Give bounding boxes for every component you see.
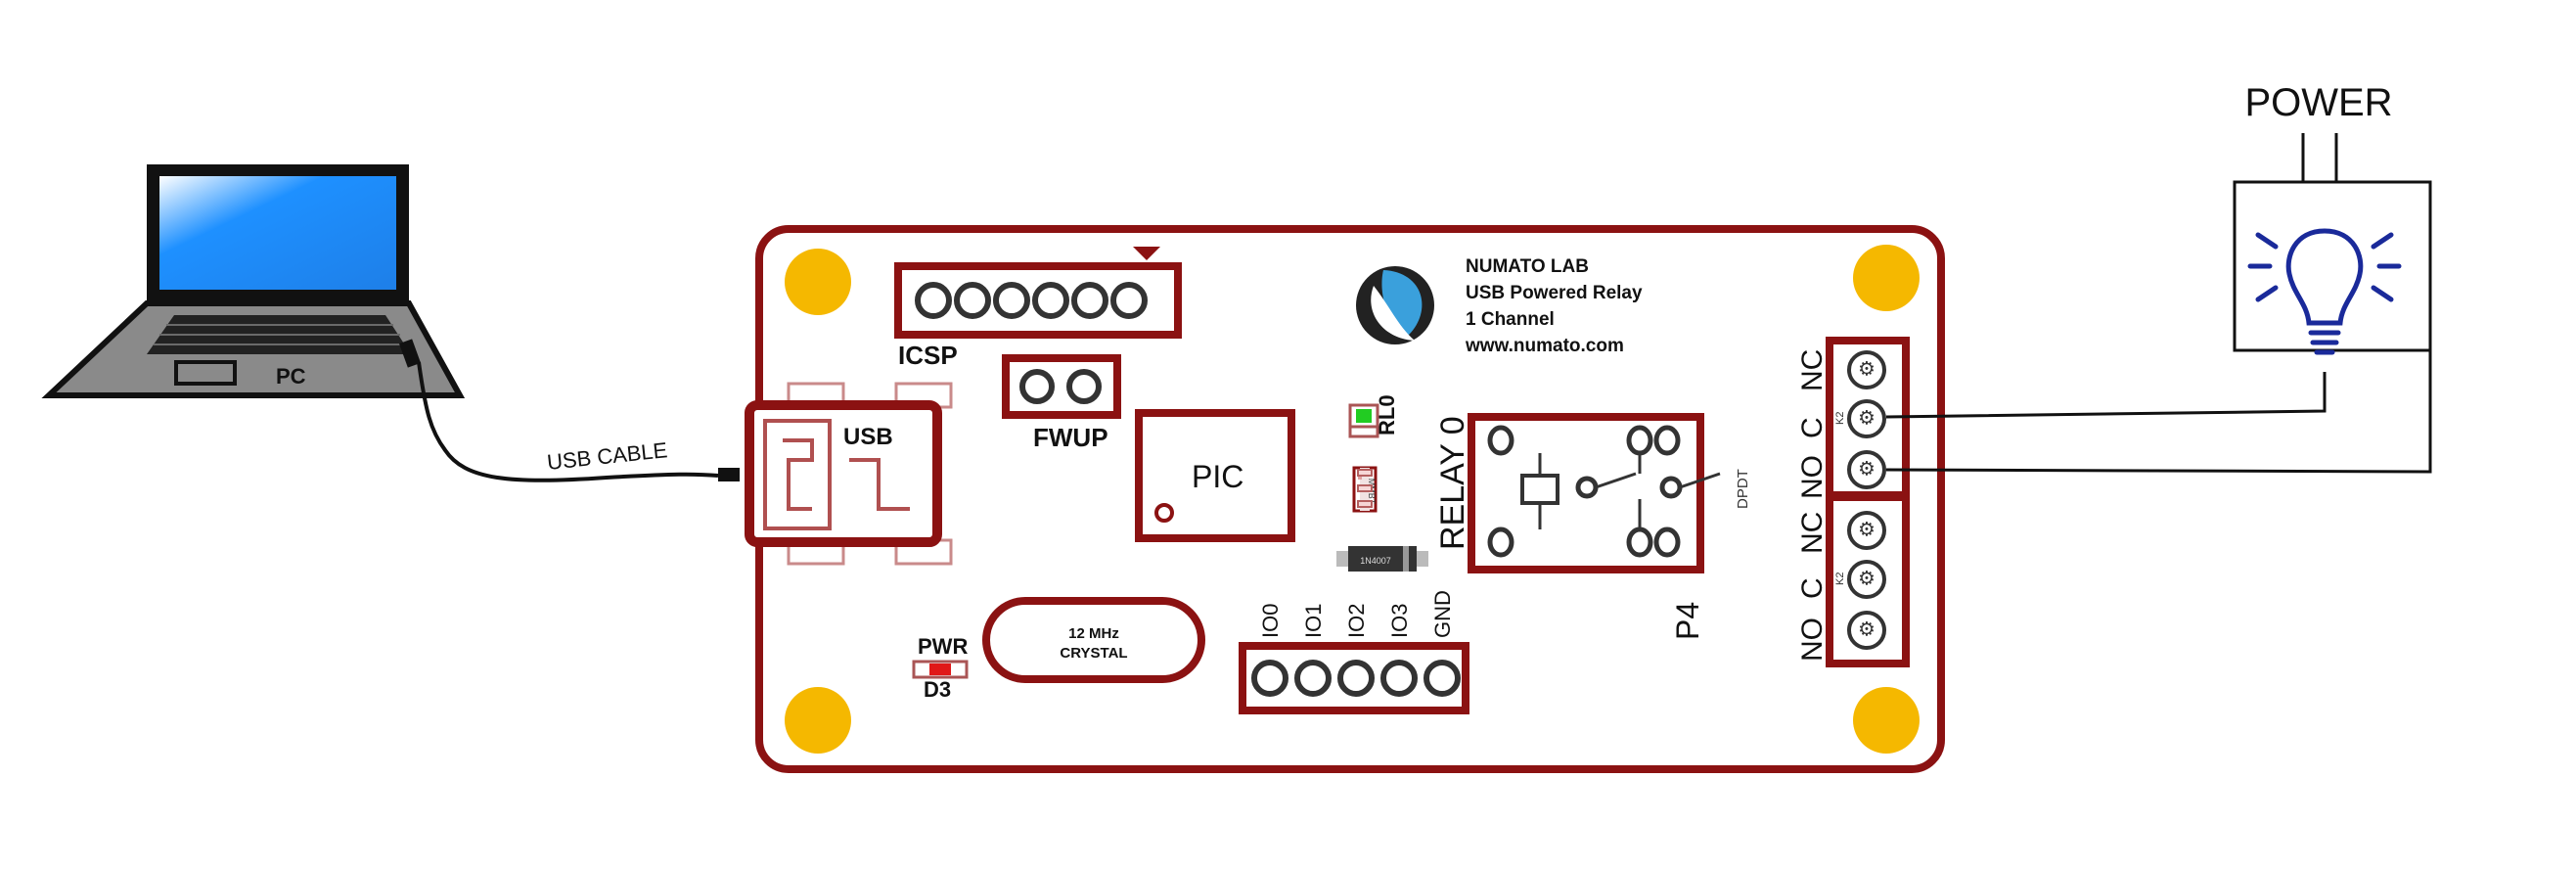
usb-plug-board <box>718 468 740 481</box>
mmbt-pads <box>1357 469 1373 508</box>
brand-line: www.numato.com <box>1465 336 1624 356</box>
numato-logo <box>1356 266 1434 344</box>
pc-label: PC <box>276 364 306 389</box>
brand-line: USB Powered Relay <box>1466 283 1643 303</box>
svg-text:⚙: ⚙ <box>1858 458 1876 480</box>
terminal-bottom-no: NO <box>1796 618 1829 662</box>
relay-label: RELAY 0 <box>1434 416 1471 550</box>
usb-cable-label: USB CABLE <box>546 437 668 475</box>
laptop-screen <box>159 176 396 290</box>
svg-text:⚙: ⚙ <box>1858 358 1876 380</box>
k2-label: K2 <box>1834 572 1846 585</box>
icsp-header: ICSP <box>894 247 1182 370</box>
terminal-screws <box>1847 350 1886 650</box>
svg-text:⚙: ⚙ <box>1858 519 1876 540</box>
mount-hole <box>785 687 851 754</box>
mount-hole <box>1853 687 1920 754</box>
p4-label: P4 <box>1670 602 1705 640</box>
terminal-bottom-nc: NC <box>1796 512 1829 554</box>
svg-text:⚙: ⚙ <box>1858 568 1876 589</box>
crystal-line: 12 MHz <box>1068 625 1119 642</box>
power-label: POWER <box>2244 81 2392 124</box>
svg-text:⚙: ⚙ <box>1858 618 1876 640</box>
crystal-line: CRYSTAL <box>1060 645 1127 662</box>
d3-label: D3 <box>924 677 951 702</box>
io-pin-label: IO2 <box>1344 604 1369 638</box>
terminal-block: ⚙ ⚙ ⚙ ⚙ ⚙ ⚙ K2 K2 NC C NO NC C NO <box>1796 337 1910 667</box>
pic-chip: PIC <box>1135 409 1295 542</box>
io-pin-label: IO0 <box>1258 604 1283 638</box>
usb-connector: USB <box>745 382 953 566</box>
relay-board: ICSP FWUP USB PIC <box>745 225 1945 773</box>
dpdt-label: DPDT <box>1735 469 1751 509</box>
brand-text: NUMATO LAB USB Powered Relay 1 Channel w… <box>1465 256 1643 356</box>
io-pin-label: IO1 <box>1301 604 1326 638</box>
pic-label: PIC <box>1192 459 1243 494</box>
relay-component: DPDT <box>1468 413 1751 573</box>
fwup-header: FWUP <box>1002 354 1121 452</box>
svg-text:⚙: ⚙ <box>1858 407 1876 429</box>
laptop-touchpad <box>174 360 237 386</box>
mount-hole <box>1853 245 1920 311</box>
terminal-top-no: NO <box>1796 455 1829 499</box>
brand-line: NUMATO LAB <box>1466 256 1589 277</box>
rl0-led: RL0 <box>1348 394 1399 438</box>
pwr-led: PWR D3 <box>912 634 969 702</box>
terminal-top-c: C <box>1796 417 1829 438</box>
crystal: 12 MHz CRYSTAL <box>982 597 1205 683</box>
mount-hole <box>785 249 851 315</box>
brand-line: 1 Channel <box>1466 309 1555 330</box>
laptop-icon: PC <box>41 164 466 398</box>
terminal-top-nc: NC <box>1796 349 1829 391</box>
k2-label: K2 <box>1834 412 1846 425</box>
usb-plug-pc <box>398 339 422 368</box>
pwr-label: PWR <box>918 634 968 659</box>
usb-label: USB <box>843 424 893 450</box>
light-bulb-icon <box>2247 228 2402 355</box>
fwup-label: FWUP <box>1033 423 1108 452</box>
io-pin-label: IO3 <box>1387 604 1412 638</box>
io-pin-label: GND <box>1430 590 1455 638</box>
io-header: IO0 IO1 IO2 IO3 GND <box>1239 590 1469 714</box>
icsp-label: ICSP <box>898 341 958 370</box>
diode-label: 1N4007 <box>1360 556 1391 566</box>
terminal-bottom-c: C <box>1796 577 1829 599</box>
usb-cable: USB CABLE <box>398 339 740 482</box>
power-load: POWER <box>2233 81 2432 355</box>
diode: 1N4007 <box>1336 546 1428 572</box>
